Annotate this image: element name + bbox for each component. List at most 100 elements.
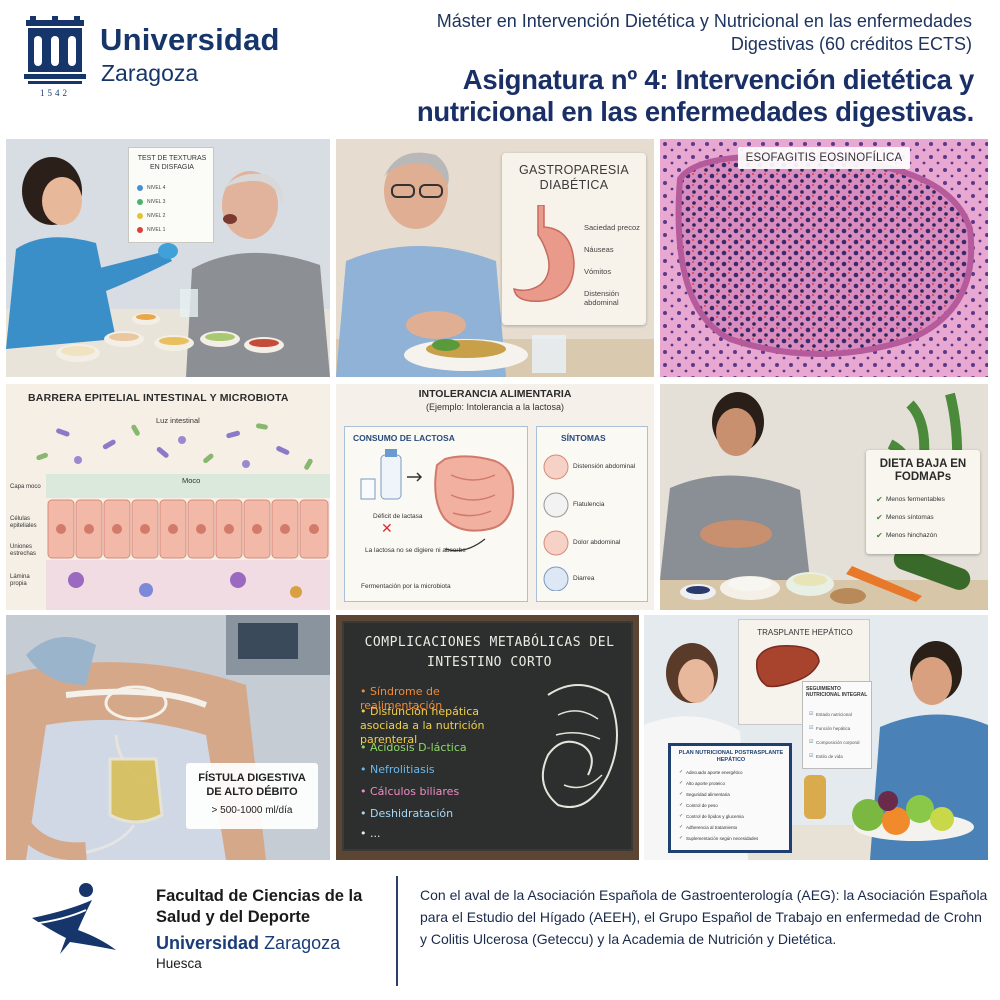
complication-item: • Disfunción hepática asociada a la nutr… (360, 705, 485, 746)
followup-item: Función hepática (809, 725, 871, 731)
complication-item: • Cálculos biliares (360, 785, 460, 798)
texture-test-chart: TEST DE TEXTURAS EN DISFAGIA NIVEL 4 NIV… (128, 147, 214, 243)
fodmap-benefit-item: Menos fermentables (876, 495, 976, 504)
followup-title: SEGUIMIENTO NUTRICIONAL INTEGRAL (806, 686, 868, 698)
complication-item: • Síndrome de realimentación (360, 685, 443, 712)
svg-text:✕: ✕ (381, 521, 393, 537)
symptom-icons (543, 454, 569, 591)
barrier-side-label: Lámina propia (10, 574, 30, 587)
footer-divider (396, 876, 398, 986)
header: 1542 Universidad Zaragoza Máster en Inte… (0, 0, 1000, 138)
gastroparesis-symptom: Vómitos (584, 267, 612, 276)
barrier-illustration (6, 384, 330, 610)
plan-item: Control de peso (679, 802, 787, 808)
gastroparesis-symptom: Náuseas (584, 245, 614, 254)
faculty-logo (31, 883, 116, 954)
level-dot-icon (137, 227, 143, 233)
intolerance-title: INTOLERANCIA ALIMENTARIA (418, 388, 572, 400)
level-dot-icon (137, 199, 143, 205)
eosinophilic-esophagitis-histology: ESOFAGITIS EOSINOFÍLICA (660, 139, 988, 377)
short-bowel-chalkboard: COMPLICACIONES METABÓLICAS DEL INTESTINO… (336, 615, 639, 860)
texture-level-item: NIVEL 4 (137, 184, 165, 192)
plan-item: Adherencia al tratamiento (679, 824, 787, 830)
university-city: Zaragoza (101, 60, 199, 86)
faculty-city: Huesca (156, 956, 202, 971)
barrier-title: BARRERA EPITELIAL INTESTINAL Y MICROBIOT… (28, 392, 289, 404)
plan-item: Seguridad alimentaria (679, 791, 787, 797)
complication-item: • Nefrolitiasis (360, 763, 435, 776)
histology-illustration (660, 139, 988, 377)
liver-icon (755, 645, 820, 688)
food-intolerance-diagram: INTOLERANCIA ALIMENTARIA (Ejemplo: Intol… (336, 384, 654, 610)
epithelial-barrier-diagram: BARRERA EPITELIAL INTESTINAL Y MICROBIOT… (6, 384, 330, 610)
complication-item: • ... (360, 827, 381, 840)
master-title: Máster en Intervención Dietética y Nutri… (436, 11, 972, 54)
fermentation-label: Fermentación por la microbiota (361, 583, 451, 590)
post-transplant-plan-card: PLAN NUTRICIONAL POSTRASPLANTE HEPÁTICO … (668, 743, 792, 853)
lactose-consumption-panel: CONSUMO DE LACTOSA ✕ Déficit de lactasa … (344, 426, 528, 602)
dysphagia-texture-test-photo: TEST DE TEXTURAS EN DISFAGIA NIVEL 4 NIV… (6, 139, 330, 377)
plan-item: Suplementación según necesidades (679, 835, 787, 841)
stomach-icon (513, 205, 575, 302)
subject-title: Asignatura nº 4: Intervención dietética … (416, 64, 974, 127)
university-logo (24, 16, 86, 84)
endorsement-text: Con el aval de la Asociación Española de… (420, 887, 988, 947)
symptoms-panel: SÍNTOMAS Distensión abdominal Flatulenci… (536, 426, 648, 602)
followup-item: Estilo de vida (809, 753, 871, 759)
barrier-side-label: Uniones estrechas (10, 544, 37, 557)
chalkboard: COMPLICACIONES METABÓLICAS DEL INTESTINO… (342, 621, 633, 851)
followup-item: Estado nutricional (809, 711, 871, 717)
university-name: Universidad (100, 22, 280, 57)
level-dot-icon (137, 213, 143, 219)
texture-level-item: NIVEL 3 (137, 198, 165, 206)
barrier-side-label: Capa moco (10, 484, 41, 490)
digestive-fistula-photo: FÍSTULA DIGESTIVA DE ALTO DÉBITO > 500-1… (6, 615, 330, 860)
fistula-output-value: > 500-1000 ml/día (211, 805, 293, 816)
intolerance-symptom: Dolor abdominal (573, 539, 621, 546)
faculty-university: Universidad Zaragoza (156, 933, 341, 953)
fistula-title: FÍSTULA DIGESTIVA DE ALTO DÉBITO (198, 772, 306, 798)
short-bowel-title: COMPLICACIONES METABÓLICAS DEL INTESTINO… (364, 635, 615, 670)
footer: Facultad de Ciencias de la Salud y del D… (0, 862, 1000, 1000)
lactose-not-absorbed-label: La lactosa no se digiere ni absorbe (365, 547, 466, 554)
gastroparesis-poster: GASTROPARESIA DIABÉTICA Saciedad precoz … (502, 153, 646, 325)
intestine-drawing-icon (541, 684, 618, 808)
eosinophilic-esophagitis-title: ESOFAGITIS EOSINOFÍLICA (738, 147, 910, 169)
gastroparesis-photo: GASTROPARESIA DIABÉTICA Saciedad precoz … (336, 139, 654, 377)
intolerance-subtitle: (Ejemplo: Intolerancia a la lactosa) (425, 402, 565, 412)
plan-item: Adecuado aporte energético (679, 769, 787, 775)
liver-transplant-title: TRASPLANTE HEPÁTICO (757, 628, 853, 637)
plan-item: Control de lípidos y glucemia (679, 813, 787, 819)
mucus-label: Moco (182, 476, 201, 485)
plan-title: PLAN NUTRICIONAL POSTRASPLANTE HEPÁTICO (678, 750, 784, 763)
liver-transplant-consultation-photo: TRASPLANTE HEPÁTICO SEGUIMIENTO NUTRICIO… (644, 615, 988, 860)
texture-level-item: NIVEL 1 (137, 226, 165, 234)
fodmap-benefit-item: Menos hinchazón (876, 531, 976, 540)
university-founding-year: 1542 (40, 88, 70, 98)
lactose-digestion-illustration: ✕ (360, 449, 515, 552)
lumen-label: Luz intestinal (156, 416, 200, 425)
fodmap-benefit-item: Menos síntomas (876, 513, 976, 522)
fistula-label-card: FÍSTULA DIGESTIVA DE ALTO DÉBITO > 500-1… (186, 763, 318, 829)
fodmap-title: DIETA BAJA EN FODMAPs (879, 458, 967, 483)
faculty-name: Facultad de Ciencias de la Salud y del D… (156, 887, 363, 926)
intolerance-symptom: Diarrea (573, 575, 595, 582)
nutritional-followup-card: SEGUIMIENTO NUTRICIONAL INTEGRAL Estado … (802, 681, 872, 769)
intolerance-symptom: Distensión abdominal (573, 463, 636, 470)
gastroparesis-title: GASTROPARESIA DIABÉTICA (519, 163, 629, 192)
followup-item: Composición corporal (809, 739, 871, 745)
low-fodmap-diet-photo: DIETA BAJA EN FODMAPs Menos fermentables… (660, 384, 988, 610)
gastroparesis-symptom: Distensión abdominal (584, 289, 620, 307)
symptoms-header: SÍNTOMAS (561, 433, 606, 443)
fodmap-diet-sign: DIETA BAJA EN FODMAPs Menos fermentables… (866, 450, 980, 554)
complication-item: • Deshidratación (360, 807, 454, 820)
texture-level-item: NIVEL 2 (137, 212, 165, 220)
intolerance-symptom: Flatulencia (573, 501, 605, 508)
lactose-consumption-header: CONSUMO DE LACTOSA (353, 433, 455, 443)
level-dot-icon (137, 185, 143, 191)
lactase-deficit-label: Déficit de lactasa (373, 513, 423, 520)
barrier-side-label: Células epiteliales (10, 516, 37, 529)
plan-item: Alto aporte proteico (679, 780, 787, 786)
complication-item: • Acidosis D-láctica (360, 741, 467, 754)
gastroparesis-symptom: Saciedad precoz (584, 223, 640, 232)
